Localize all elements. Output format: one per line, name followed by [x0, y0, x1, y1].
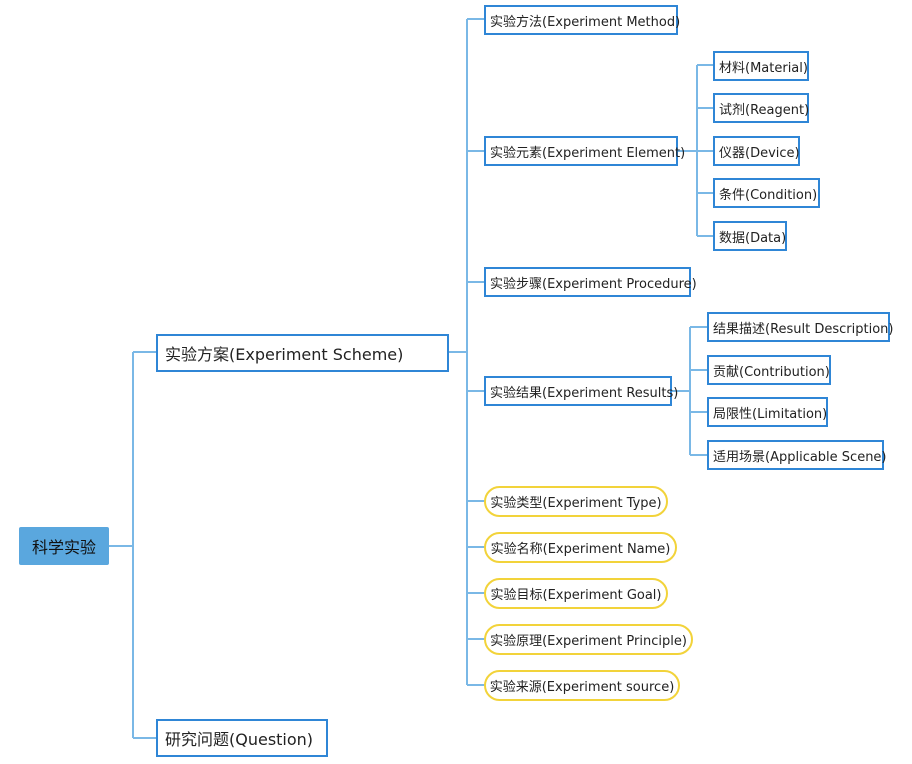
experiment-element-label: 实验元素(Experiment Element) [490, 145, 686, 161]
material-label: 材料(Material) [719, 60, 808, 76]
experiment-name-node[interactable]: 实验名称(Experiment Name) [484, 532, 677, 563]
experiment-results-node[interactable]: 实验结果(Experiment Results) [484, 376, 678, 406]
experiment-results-label: 实验结果(Experiment Results) [490, 385, 679, 401]
experiment-principle-node[interactable]: 实验原理(Experiment Principle) [484, 624, 693, 655]
experiment-goal-label: 实验目标(Experiment Goal) [490, 588, 662, 603]
experiment-procedure-label: 实验步骤(Experiment Procedure) [490, 276, 697, 292]
experiment-procedure-node[interactable]: 实验步骤(Experiment Procedure) [484, 267, 697, 297]
reagent-node[interactable]: 试剂(Reagent) [713, 93, 809, 123]
experiment-element-node[interactable]: 实验元素(Experiment Element) [484, 136, 685, 166]
experiment-scheme-node[interactable]: 实验方案(Experiment Scheme) [156, 334, 449, 372]
experiment-source-node[interactable]: 实验来源(Experiment source) [484, 670, 680, 701]
experiment-method-label: 实验方法(Experiment Method) [490, 14, 681, 30]
device-node[interactable]: 仪器(Device) [713, 136, 800, 166]
limitation-node[interactable]: 局限性(Limitation) [707, 397, 828, 427]
root-label: 科学实验 [31, 538, 96, 557]
experiment-name-label: 实验名称(Experiment Name) [490, 542, 671, 557]
question-node[interactable]: 研究问题(Question) [156, 719, 328, 757]
root-node[interactable]: 科学实验 [19, 527, 109, 565]
applicable-scene-label: 适用场景(Applicable Scene) [713, 449, 887, 465]
material-node[interactable]: 材料(Material) [713, 51, 809, 81]
limitation-label: 局限性(Limitation) [713, 406, 828, 422]
condition-node[interactable]: 条件(Condition) [713, 178, 820, 208]
experiment-principle-label: 实验原理(Experiment Principle) [490, 634, 687, 649]
experiment-source-label: 实验来源(Experiment source) [489, 680, 675, 695]
contribution-node[interactable]: 贡献(Contribution) [707, 355, 831, 385]
condition-label: 条件(Condition) [719, 187, 818, 203]
data-label: 数据(Data) [719, 230, 787, 246]
question-label: 研究问题(Question) [165, 730, 314, 749]
experiment-method-node[interactable]: 实验方法(Experiment Method) [484, 5, 681, 35]
connector-root [109, 351, 157, 739]
experiment-goal-node[interactable]: 实验目标(Experiment Goal) [484, 578, 668, 609]
applicable-scene-node[interactable]: 适用场景(Applicable Scene) [707, 440, 887, 470]
experiment-scheme-label: 实验方案(Experiment Scheme) [165, 345, 404, 364]
data-node[interactable]: 数据(Data) [713, 221, 787, 251]
connector-scheme [449, 18, 485, 686]
device-label: 仪器(Device) [719, 145, 800, 161]
result-description-label: 结果描述(Result Description) [713, 321, 894, 337]
connector-element [678, 64, 713, 237]
experiment-type-node[interactable]: 实验类型(Experiment Type) [484, 486, 668, 517]
contribution-label: 贡献(Contribution) [713, 364, 830, 380]
experiment-type-label: 实验类型(Experiment Type) [490, 496, 662, 511]
result-description-node[interactable]: 结果描述(Result Description) [707, 312, 894, 342]
reagent-label: 试剂(Reagent) [719, 102, 810, 118]
connector-results [670, 326, 707, 456]
